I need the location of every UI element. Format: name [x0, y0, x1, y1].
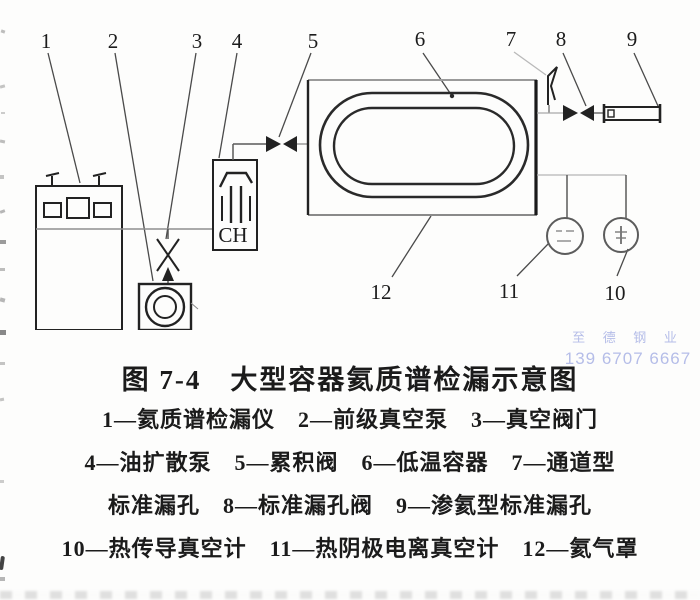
callout-1: 1: [41, 29, 52, 53]
legend-line-2: 4—油扩散泵 5—累积阀 6—低温容器 7—通道型: [84, 450, 616, 475]
callout-10: 10: [605, 281, 626, 305]
helium-hood-outer: [318, 91, 530, 199]
ionization-gauge-symbol: [546, 217, 584, 255]
legend-line-1: 1—氦质谱检漏仪 2—前级真空泵 3—真空阀门: [101, 407, 598, 432]
figure-caption: 图 7-4 大型容器氦质谱检漏示意图: [121, 365, 579, 395]
edge-mark: [1, 112, 5, 114]
callout-3: 3: [192, 29, 203, 53]
edge-mark: [0, 555, 5, 571]
fore-vacuum-pump-symbol: [137, 282, 199, 330]
watermark-company: 至 德 钢 业: [572, 330, 684, 345]
callout-9: 9: [627, 27, 638, 51]
edge-mark: [0, 362, 5, 365]
permeation-standard-leak-symbol: [602, 104, 662, 123]
edge-mark: [0, 330, 6, 335]
vacuum-valve-symbol: [156, 229, 180, 285]
bottom-cutoff-text-strip: [0, 591, 700, 599]
callout-4: 4: [232, 29, 243, 53]
leak-detection-schematic: CH: [35, 27, 662, 330]
callout-8: 8: [556, 27, 567, 51]
cryo-container-symbol: [306, 79, 538, 216]
callout-numerals: 1 2 3 4 5 6 7 8 9 10 11 12: [41, 27, 638, 305]
gauge-branch-lines: [537, 174, 627, 218]
standard-leak-valve-symbol: [563, 105, 594, 121]
legend-line-4: 10—热传导真空计 11—热阴极电离真空计 12—氦气罩: [61, 536, 639, 561]
oil-diffusion-pump-symbol: CH: [212, 159, 258, 251]
callout-6: 6: [415, 27, 426, 51]
callout-11: 11: [499, 279, 519, 303]
leak-detector-symbol: [35, 172, 123, 330]
edge-mark: [0, 397, 5, 402]
legend-line-3: 标准漏孔 8—标准漏孔阀 9—渗氦型标准漏孔: [107, 493, 592, 518]
diffusion-pump-label: CH: [218, 223, 247, 247]
pipe-pump-to-container: [232, 143, 308, 160]
accumulation-valve-symbol: [266, 136, 297, 152]
channel-standard-leak-symbol: [547, 66, 558, 113]
callout-2: 2: [108, 29, 119, 53]
edge-mark: [0, 240, 6, 244]
callout-7: 7: [506, 27, 517, 51]
callout-12: 12: [371, 280, 392, 304]
thermal-gauge-symbol: [603, 217, 639, 253]
edge-mark: [0, 480, 4, 483]
callout-leader-lines: [47, 51, 659, 282]
edge-mark: [0, 175, 4, 179]
callout-5: 5: [308, 29, 319, 53]
helium-hood-inner: [332, 106, 516, 186]
edge-mark: [0, 268, 5, 271]
edge-mark: [0, 577, 5, 581]
